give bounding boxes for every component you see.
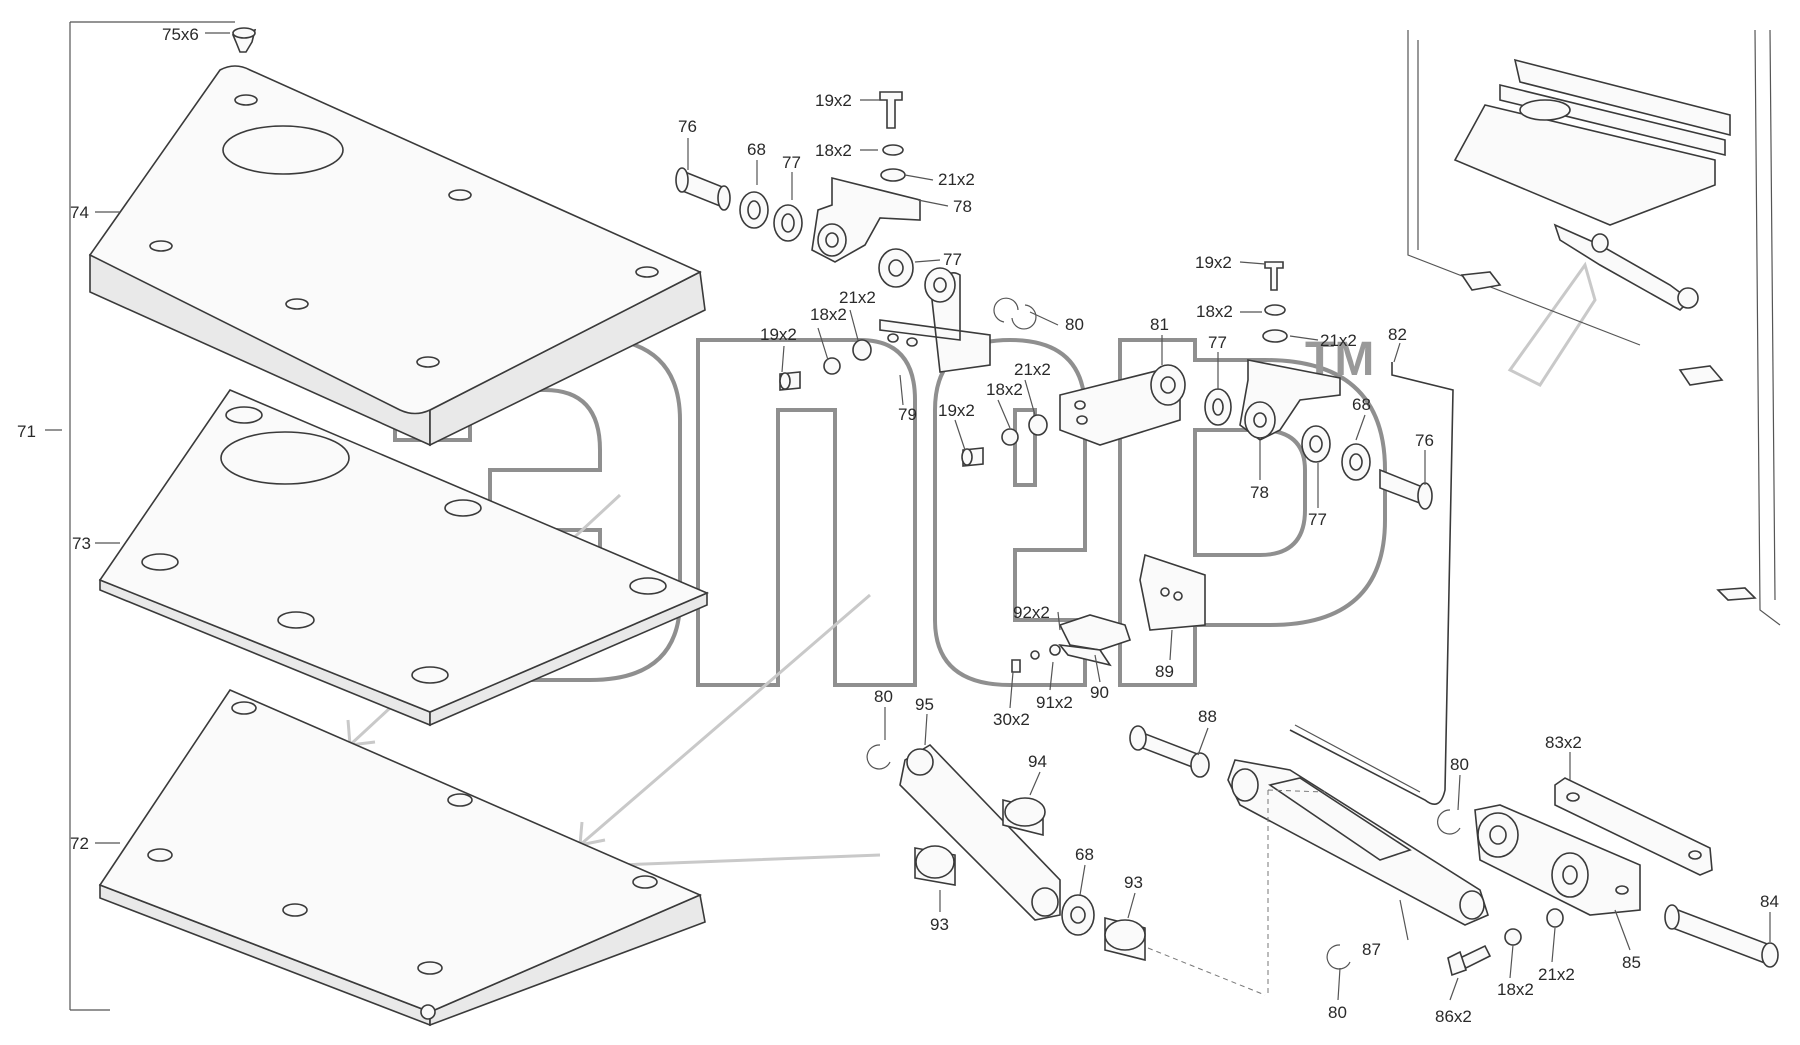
plate-72 [98,688,706,1027]
label-79: 79 [898,405,917,424]
label-91: 91x2 [1036,693,1073,712]
label-19b: 19x2 [760,325,797,344]
label-95: 95 [915,695,934,714]
label-71: 71 [17,422,36,441]
label-80c: 80 [1450,755,1469,774]
label-93a: 93 [930,915,949,934]
leader-lines [95,32,1771,1001]
label-21e: 21x2 [1538,965,1575,984]
label-83: 83x2 [1545,733,1582,752]
label-80d: 80 [1328,1003,1347,1022]
group-71-bracket [45,21,235,1011]
plate-73 [98,389,710,727]
bolts-86 [1326,908,1564,977]
label-18e: 18x2 [1497,980,1534,999]
label-19a: 19x2 [815,91,852,110]
pin-84 [1664,904,1779,968]
rod-82 [1289,362,1454,806]
hinge-group-left [675,91,1037,391]
dashed-axis [1147,789,1326,996]
label-81: 81 [1150,315,1169,334]
label-90: 90 [1090,683,1109,702]
label-30: 30x2 [993,710,1030,729]
hinge-group-middle [961,261,1433,510]
bushings [914,797,1146,962]
label-19c: 19x2 [938,401,975,420]
label-68c: 68 [1075,845,1094,864]
label-87: 87 [1362,940,1381,959]
bracket-90 [1011,614,1132,673]
label-21c: 21x2 [1014,360,1051,379]
strap-83 [1554,777,1713,876]
label-77a: 77 [782,153,801,172]
label-80b: 80 [874,687,893,706]
label-74: 74 [70,203,89,222]
label-18b: 18x2 [810,305,847,324]
part-labels: 71 72 73 74 75x6 76 68 77 19x2 18x2 21x2… [17,25,1779,1026]
link-95 [866,743,1061,921]
label-68b: 68 [1352,395,1371,414]
plate-74 [88,65,706,447]
label-84: 84 [1760,892,1779,911]
label-19d: 19x2 [1195,253,1232,272]
bracket-85 [1437,804,1641,916]
label-88: 88 [1198,707,1217,726]
label-85: 85 [1622,953,1641,972]
label-78a: 78 [953,197,972,216]
label-93b: 93 [1124,873,1143,892]
label-80a: 80 [1065,315,1084,334]
pad-89 [1139,553,1206,631]
label-18a: 18x2 [815,141,852,160]
label-77c: 77 [1208,333,1227,352]
label-21b: 21x2 [839,288,876,307]
label-18c: 18x2 [986,380,1023,399]
label-89: 89 [1155,662,1174,681]
label-21a: 21x2 [938,170,975,189]
label-76b: 76 [1415,431,1434,450]
label-75: 75x6 [162,25,199,44]
label-18d: 18x2 [1196,302,1233,321]
clip-75 [231,27,257,53]
label-73: 73 [72,534,91,553]
label-94: 94 [1028,752,1047,771]
label-77b: 77 [943,250,962,269]
label-68a: 68 [747,140,766,159]
lever-87 [1129,724,1489,926]
label-86: 86x2 [1435,1007,1472,1026]
label-92: 92x2 [1013,603,1050,622]
label-82: 82 [1388,325,1407,344]
inset-view [1407,29,1781,626]
label-78b: 78 [1250,483,1269,502]
label-21d: 21x2 [1320,331,1357,350]
label-76a: 76 [678,117,697,136]
label-77d: 77 [1308,510,1327,529]
label-72: 72 [70,834,89,853]
